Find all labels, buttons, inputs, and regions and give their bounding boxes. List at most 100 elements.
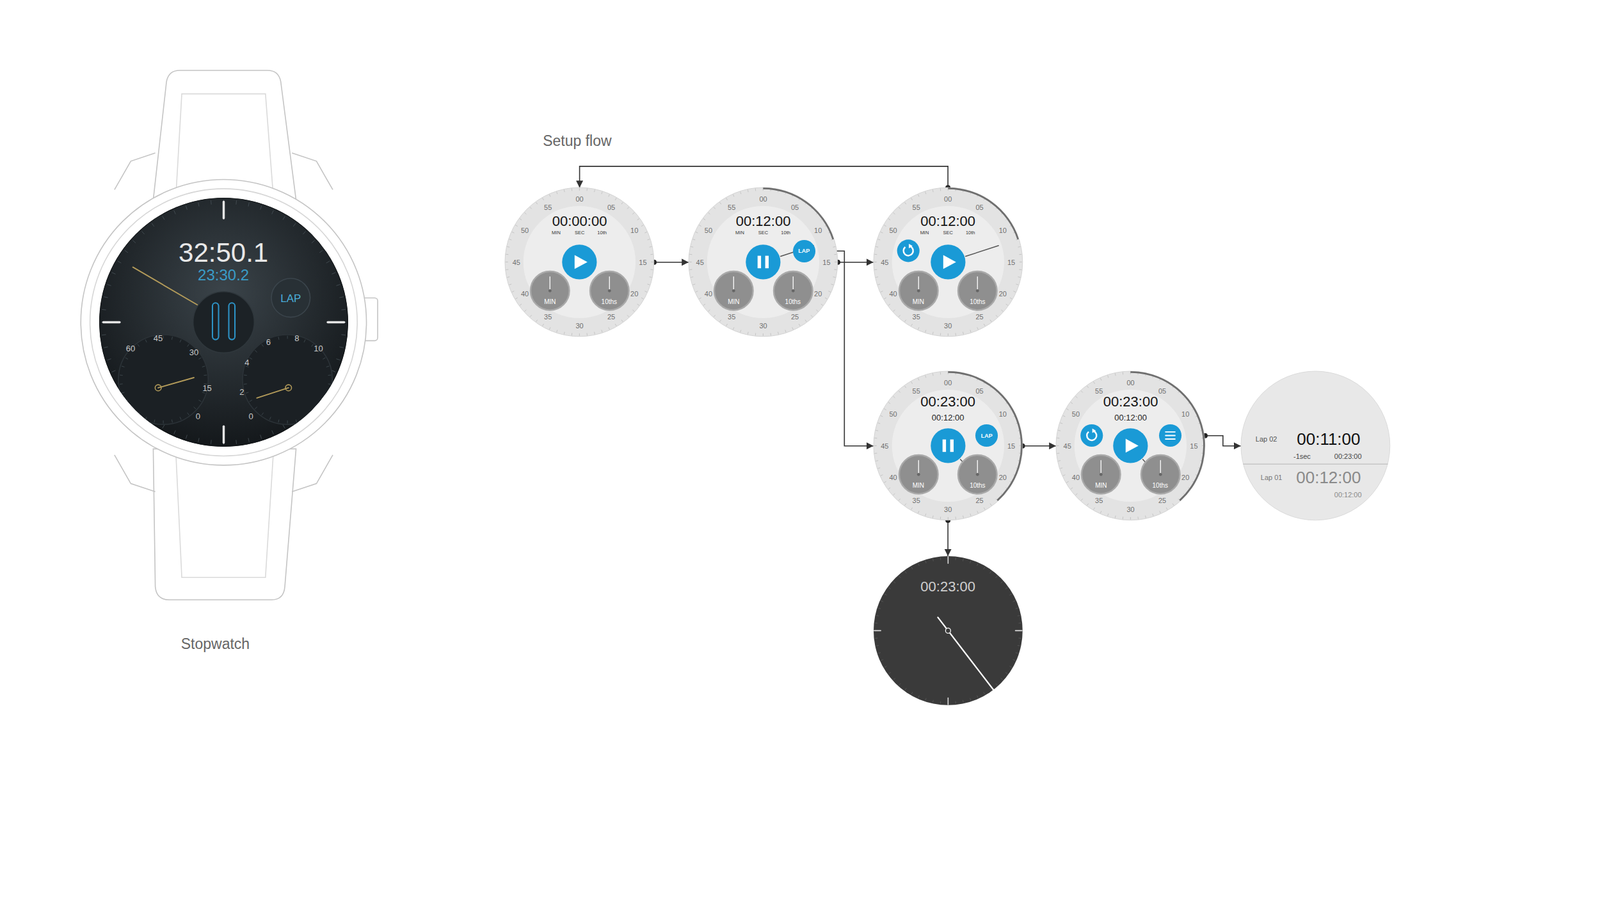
tick bbox=[173, 430, 176, 435]
node-text: 10 bbox=[999, 410, 1007, 418]
tick bbox=[536, 202, 538, 205]
tick bbox=[904, 503, 906, 506]
tick bbox=[878, 608, 881, 609]
node-text: MIN bbox=[912, 482, 925, 489]
tick bbox=[512, 291, 515, 293]
node-text: 05 bbox=[791, 204, 799, 212]
hour-bar bbox=[222, 426, 225, 443]
tick bbox=[917, 194, 920, 198]
needle-pivot bbox=[917, 472, 921, 477]
tick bbox=[145, 416, 147, 420]
tick bbox=[271, 210, 274, 215]
tick bbox=[1019, 261, 1023, 263]
tick bbox=[119, 374, 123, 376]
node-text: 00:23:00 bbox=[1334, 452, 1362, 460]
tick bbox=[962, 558, 964, 562]
tick bbox=[995, 315, 998, 318]
tick bbox=[910, 382, 912, 384]
node-text: 10 bbox=[1181, 410, 1190, 418]
node-text: 10 bbox=[630, 227, 639, 235]
tick bbox=[1058, 430, 1062, 432]
tick bbox=[689, 261, 692, 263]
node-text: 50 bbox=[704, 227, 713, 235]
tick bbox=[1058, 460, 1062, 462]
tick bbox=[282, 216, 285, 221]
node-outline bbox=[873, 371, 1023, 521]
tick bbox=[193, 407, 196, 409]
screen-disc bbox=[873, 556, 1023, 706]
tick bbox=[733, 327, 735, 331]
pause-icon bbox=[942, 439, 946, 453]
tick bbox=[103, 346, 108, 348]
tick bbox=[877, 423, 880, 424]
tick bbox=[983, 691, 985, 694]
tick bbox=[983, 567, 985, 569]
node-text: 05 bbox=[1158, 387, 1167, 395]
tick bbox=[969, 560, 971, 564]
pause-icon bbox=[765, 256, 769, 269]
node-text: 10th bbox=[965, 230, 976, 236]
flow-arrow bbox=[1205, 435, 1241, 447]
tick bbox=[698, 225, 701, 227]
node-text: 10ths bbox=[601, 298, 617, 306]
tick bbox=[917, 327, 920, 331]
tick bbox=[1114, 373, 1117, 377]
button-disc bbox=[975, 424, 998, 447]
tick bbox=[726, 198, 728, 201]
tick bbox=[270, 416, 272, 420]
tick bbox=[888, 218, 891, 221]
list-icon bbox=[1165, 431, 1176, 433]
tick bbox=[990, 320, 992, 322]
watch-case bbox=[80, 179, 367, 466]
node-outline bbox=[873, 187, 1023, 337]
screen-center bbox=[707, 206, 820, 319]
tick bbox=[1070, 402, 1073, 404]
tick bbox=[898, 683, 901, 686]
tick bbox=[509, 239, 512, 240]
node-text: 00:12:00 bbox=[1114, 413, 1147, 422]
tick bbox=[689, 269, 693, 271]
tick bbox=[898, 391, 901, 393]
node-text: 15 bbox=[1007, 442, 1016, 450]
tick bbox=[1018, 622, 1021, 624]
tick bbox=[940, 333, 941, 336]
node-text: SEC bbox=[942, 230, 953, 236]
node-text: 32:50.1 bbox=[178, 239, 269, 267]
tick bbox=[124, 250, 128, 253]
node-text: 00 bbox=[575, 195, 584, 203]
node-text: MIN bbox=[1095, 482, 1107, 489]
screen-center bbox=[1074, 389, 1187, 502]
tick bbox=[331, 272, 336, 275]
node-text: 00 bbox=[944, 378, 952, 386]
tick bbox=[1018, 269, 1022, 271]
node-text: 40 bbox=[1072, 474, 1080, 482]
tick bbox=[695, 232, 699, 234]
tick bbox=[898, 499, 901, 502]
node-text: 40 bbox=[888, 290, 897, 298]
center-button bbox=[192, 291, 255, 354]
tick bbox=[1009, 593, 1012, 596]
node-text: 05 bbox=[975, 204, 984, 212]
watch-body bbox=[80, 70, 378, 600]
node-text: 45 bbox=[1063, 442, 1072, 450]
lug bbox=[114, 455, 156, 492]
tick bbox=[691, 276, 694, 278]
watch-face: 32:50.123:30.2LAP4560301506810420 bbox=[99, 197, 349, 447]
node-text: 10 bbox=[313, 343, 323, 352]
tick bbox=[932, 332, 934, 335]
tick-marks bbox=[101, 199, 347, 445]
tick bbox=[649, 246, 653, 248]
tick bbox=[1107, 375, 1109, 379]
node-text: 00:12:00 bbox=[931, 413, 965, 422]
tick bbox=[197, 438, 199, 443]
tick bbox=[875, 246, 879, 248]
tick bbox=[924, 192, 926, 195]
tick bbox=[524, 309, 527, 312]
pause-icon bbox=[228, 303, 235, 340]
subdial: MIN bbox=[1081, 455, 1121, 495]
list-icon bbox=[1165, 435, 1176, 437]
tick bbox=[962, 515, 964, 519]
ambient-screen: 00:23:00 bbox=[873, 556, 1023, 706]
tick bbox=[1018, 254, 1022, 255]
tick bbox=[125, 357, 128, 360]
